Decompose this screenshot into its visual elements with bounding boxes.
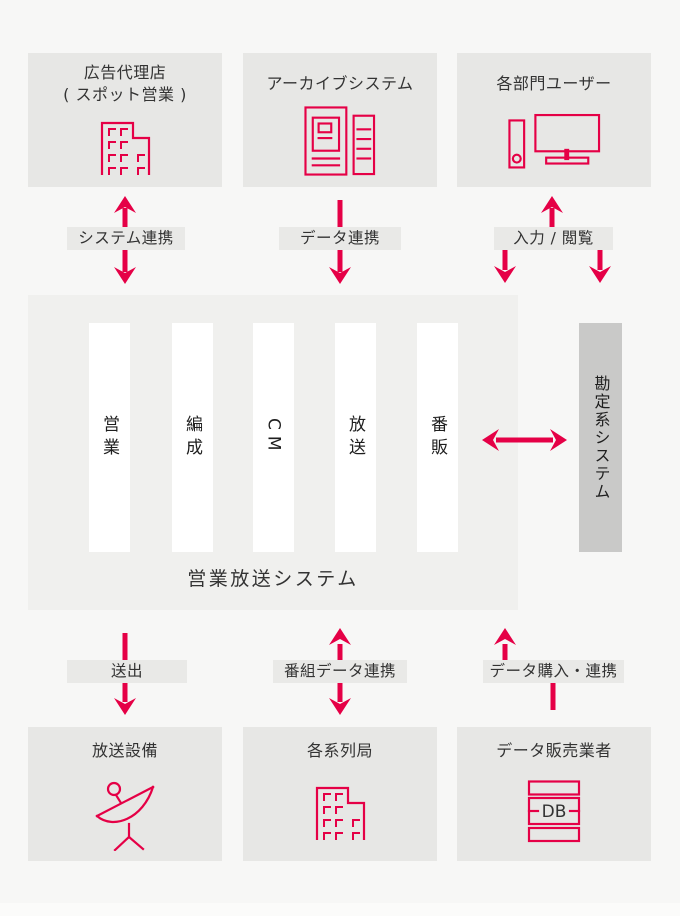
- link-label-data-purchase: データ購入・連携: [483, 660, 624, 683]
- module-label: 編成: [182, 414, 202, 461]
- node-broadcast-equipment-title: 放送設備: [91, 741, 158, 760]
- module-label: CM: [263, 418, 284, 457]
- link-label-bangumi-data: 番組データ連携: [273, 660, 407, 683]
- module-bar-programming: 編成: [172, 323, 213, 552]
- db-label: DB: [542, 802, 567, 822]
- module-bar-sales: 営業: [89, 323, 130, 552]
- node-ad-agency: 広告代理店 ( スポット営業 ): [28, 53, 222, 187]
- arrow-input-view: [494, 196, 611, 283]
- accounting-system-box: 勘定系システム: [579, 323, 622, 552]
- module-bar-program-sales: 番販: [417, 323, 458, 552]
- node-department-users-title: 各部門ユーザー: [496, 74, 612, 93]
- building-icon: [310, 762, 370, 861]
- arrow-soshutsu: [114, 633, 136, 715]
- module-bar-cm: CM: [253, 323, 294, 552]
- arrow-bangumi-data-renkei: [329, 628, 351, 715]
- module-label: 営業: [99, 414, 119, 461]
- module-bar-broadcast: 放送: [335, 323, 376, 552]
- module-label: 放送: [345, 414, 365, 461]
- satellite-dish-icon: [85, 762, 165, 861]
- link-label-soshutsu: 送出: [67, 660, 187, 683]
- node-department-users: 各部門ユーザー: [457, 53, 651, 187]
- node-data-vendor-title: データ販売業者: [496, 741, 612, 760]
- node-ad-agency-title: 広告代理店: [83, 63, 167, 82]
- node-network-stations: 各系列局: [243, 727, 437, 861]
- archive-system-icon: [303, 95, 377, 187]
- link-label-system-renkei: システム連携: [67, 227, 185, 250]
- database-icon: DB: [526, 762, 582, 861]
- node-data-vendor: データ販売業者 DB: [457, 727, 651, 861]
- link-label-input-view: 入力 / 閲覧: [494, 227, 613, 250]
- link-label-data-renkei: データ連携: [279, 227, 401, 250]
- node-ad-agency-subtitle: ( スポット営業 ): [63, 85, 187, 104]
- module-label: 番販: [427, 414, 447, 461]
- node-archive-system: アーカイブシステム: [243, 53, 437, 187]
- bottom-margin-band: [0, 903, 680, 916]
- arrow-accounting-link: [482, 429, 567, 451]
- desktop-computer-icon: [507, 95, 601, 187]
- main-system-title: 営業放送システム: [187, 568, 359, 590]
- arrow-data-purchase-renkei: [494, 628, 556, 710]
- main-system-box: 営業 編成 CM 放送 番販 営業放送システム: [28, 295, 518, 610]
- node-broadcast-equipment: 放送設備: [28, 727, 222, 861]
- node-archive-system-title: アーカイブシステム: [266, 74, 414, 93]
- node-network-stations-title: 各系列局: [306, 741, 373, 760]
- building-icon: [95, 106, 155, 187]
- accounting-system-title: 勘定系システム: [591, 374, 611, 501]
